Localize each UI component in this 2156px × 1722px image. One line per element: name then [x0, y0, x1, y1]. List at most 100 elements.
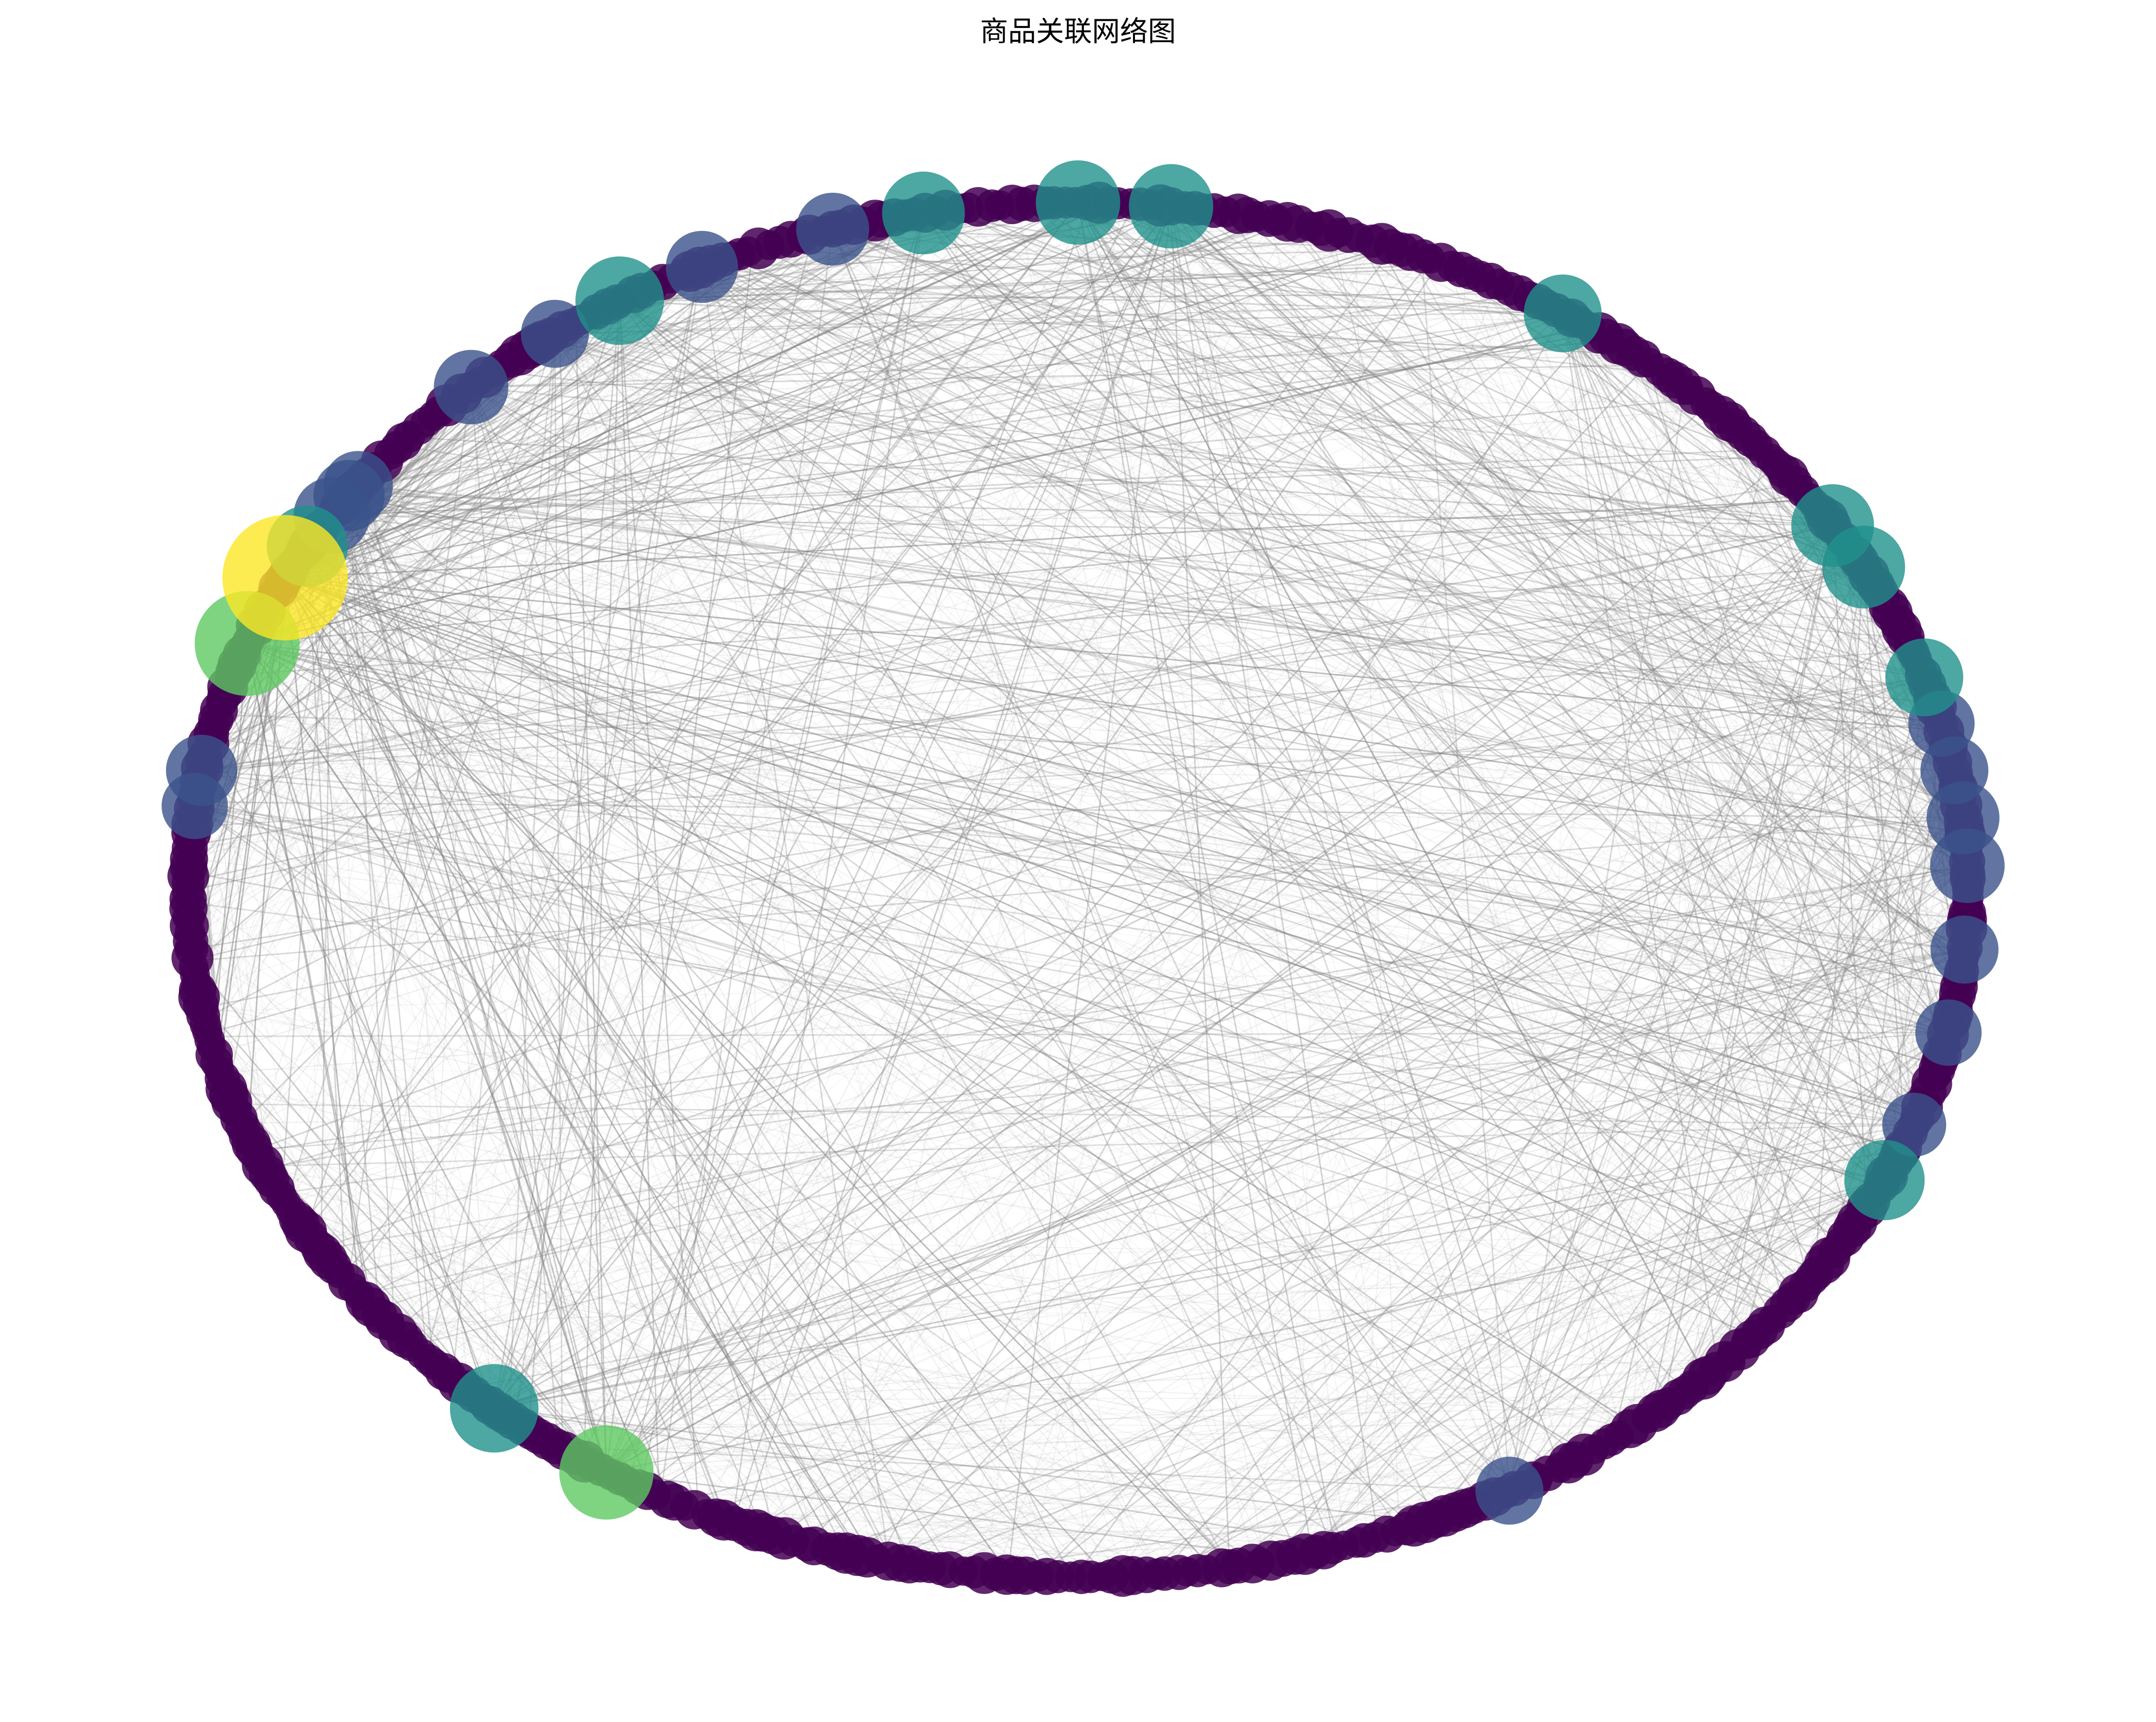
- graph-edge: [650, 1080, 1933, 1493]
- graph-edge: [484, 282, 662, 1402]
- hub-edge: [1682, 723, 1942, 1394]
- hub-edge: [470, 387, 1072, 1577]
- graph-edge: [1095, 202, 1951, 1023]
- graph-edge: [814, 672, 1923, 1546]
- hub-edge: [285, 577, 1214, 1570]
- hub-edge: [619, 300, 1808, 1284]
- graph-edge: [1661, 883, 1968, 1409]
- hub-edge: [923, 212, 1883, 1184]
- graph-edge: [1110, 1346, 1743, 1577]
- graph-edge: [407, 474, 1787, 1342]
- graph-edge: [1324, 229, 1665, 1407]
- hub-edge: [832, 228, 1878, 590]
- hub-edge: [285, 577, 1818, 1272]
- graph-edge: [189, 858, 1937, 1071]
- graph-edge: [381, 461, 1881, 1187]
- hub-edge: [408, 436, 1833, 527]
- graph-edge: [1027, 229, 1325, 1576]
- graph-edge: [199, 778, 1263, 1562]
- graph-edge: [1107, 759, 1952, 1577]
- hub-edge: [728, 257, 1955, 771]
- graph-edge: [1498, 438, 1749, 1496]
- graph-edge: [691, 798, 1961, 1509]
- hub-edge: [217, 714, 1955, 772]
- graph-edge: [510, 251, 1409, 361]
- graph-edge: [1330, 231, 1615, 1438]
- hub-edge: [191, 722, 1942, 827]
- graph-edge: [220, 944, 1965, 1074]
- graph-edge: [188, 202, 1093, 878]
- hub-edge: [201, 770, 1967, 919]
- hub-edge: [194, 805, 1846, 1237]
- graph-edge: [242, 1126, 1033, 1577]
- hub-edge: [307, 545, 1951, 1026]
- hub-edge: [554, 333, 1230, 1568]
- graph-edge: [1144, 204, 1965, 831]
- hub-edge: [281, 583, 1510, 1491]
- graph-edge: [559, 768, 1954, 1449]
- hub-edge: [195, 801, 1963, 819]
- graph-edge: [215, 202, 1071, 1059]
- hub-edge: [832, 1179, 1885, 1551]
- graph-edge: [1817, 692, 1931, 1272]
- graph-edge: [749, 419, 1728, 1529]
- graph-edge: [1619, 344, 1968, 872]
- hub-edge: [322, 526, 607, 1473]
- graph-edge: [255, 627, 1963, 813]
- graph-edge: [1299, 229, 1325, 1556]
- hub-edge: [285, 333, 556, 1204]
- graph-edge: [209, 323, 1583, 1041]
- hub-edge: [1562, 313, 1969, 901]
- graph-edge: [973, 206, 1966, 846]
- graph-edge: [1523, 622, 1898, 1485]
- hub-edge: [201, 205, 992, 771]
- graph-edge: [1795, 846, 1967, 1297]
- hub-edge: [619, 300, 1863, 1215]
- graph-edge: [218, 710, 1137, 1576]
- hub-edge: [832, 229, 1771, 1322]
- graph-edge: [313, 538, 1964, 823]
- hub-edge: [732, 206, 1172, 1523]
- graph-edge: [200, 1001, 1791, 1302]
- hub-edge: [533, 865, 1968, 1435]
- hub-edge: [220, 1073, 495, 1409]
- hub-node: [1844, 1139, 1925, 1220]
- graph-edge: [326, 407, 1713, 523]
- graph-edge: [217, 339, 546, 1065]
- hub-edge: [921, 1179, 1885, 1567]
- graph-edge: [365, 226, 1311, 1302]
- graph-edge: [274, 327, 567, 1186]
- graph-edge: [577, 321, 891, 1562]
- graph-edge: [778, 344, 1621, 1537]
- graph-edge: [646, 288, 1588, 1454]
- hub-edge: [284, 577, 361, 1296]
- hub-edge: [465, 1124, 1914, 1389]
- graph-edge: [536, 344, 1963, 967]
- graph-edge: [217, 208, 959, 1064]
- hub-edge: [190, 202, 1078, 838]
- graph-edge: [1310, 885, 1968, 1554]
- graph-edge: [945, 209, 1966, 942]
- hub-edge: [1814, 567, 1865, 1275]
- graph-edge: [1552, 880, 1968, 1471]
- hub-edge: [1832, 525, 1868, 1208]
- hub-edge: [1712, 770, 1955, 1371]
- hub-edge: [284, 577, 873, 1559]
- hub-edge: [1559, 770, 1955, 1468]
- hub-edge: [606, 1472, 1288, 1559]
- graph-edge: [212, 729, 599, 1469]
- graph-edge: [817, 232, 1955, 1010]
- graph-edge: [704, 265, 1954, 1012]
- graph-edge: [817, 232, 1951, 1027]
- graph-edge: [277, 1189, 1632, 1428]
- hub-edge: [508, 334, 556, 1418]
- hub-edge: [1689, 390, 1968, 867]
- graph-edge: [841, 227, 1960, 797]
- hub-edge: [701, 266, 1922, 1110]
- hub-edge: [848, 225, 1955, 771]
- hub-edge: [1378, 243, 1885, 1180]
- graph-edge: [822, 1516, 1444, 1549]
- hub-edge: [331, 398, 1702, 516]
- graph-edge: [339, 506, 1956, 775]
- graph-edge: [205, 264, 1449, 756]
